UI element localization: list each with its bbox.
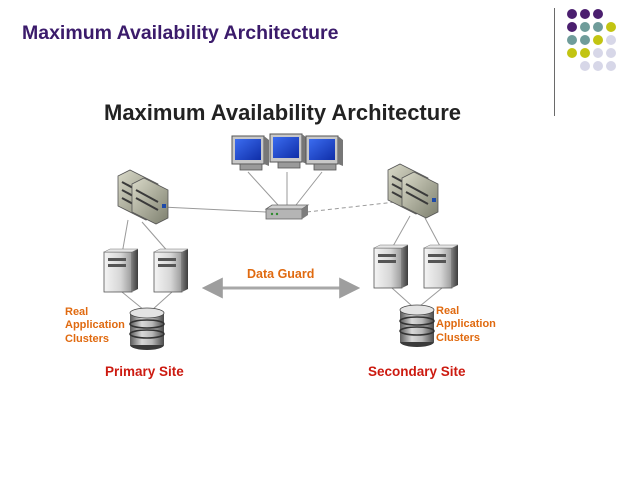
- primary-link-a: [121, 219, 129, 255]
- primary-link-d: [151, 291, 173, 311]
- primary-link-b: [141, 221, 171, 255]
- secondary-link-a: [391, 215, 411, 249]
- monitor-icon: [269, 133, 307, 169]
- primary-rac-label-line1: Real: [65, 306, 88, 318]
- client-workstations: [231, 133, 343, 171]
- primary-site-label: Primary Site: [105, 364, 184, 379]
- secondary-link-c: [391, 287, 413, 307]
- data-guard-label: Data Guard: [247, 267, 314, 281]
- primary-blade-rack-icon: [117, 169, 169, 225]
- primary-database-icon: [129, 307, 165, 350]
- secondary-rac-label-line1: Real: [436, 305, 459, 317]
- slide-title: Maximum Availability Architecture: [22, 22, 339, 44]
- primary-rac-label-line3: Clusters: [65, 333, 109, 345]
- secondary-site-label: Secondary Site: [368, 364, 466, 379]
- secondary-rac-label-line2: Application: [436, 318, 496, 330]
- primary-server-icon: [103, 248, 139, 293]
- diagram-title: Maximum Availability Architecture: [104, 100, 461, 125]
- primary-link-c: [121, 291, 145, 311]
- switch-to-secondary-line: [306, 199, 405, 213]
- primary-rac-label-line2: Application: [65, 319, 125, 331]
- switch-to-primary-line: [161, 204, 267, 213]
- primary-server-icon: [153, 248, 189, 293]
- monitor-icon: [231, 135, 269, 171]
- network-switch-icon: [264, 204, 310, 220]
- secondary-server-icon: [373, 244, 409, 289]
- client-link-right: [295, 171, 323, 206]
- secondary-server-icon: [423, 244, 459, 289]
- connection-lines: [121, 171, 443, 311]
- secondary-blade-rack-icon: [387, 163, 439, 219]
- secondary-database-icon: [399, 304, 435, 347]
- monitor-icon: [305, 135, 343, 171]
- client-link-left: [247, 171, 279, 206]
- secondary-link-b: [424, 217, 442, 249]
- decorative-divider-line: [554, 8, 555, 116]
- secondary-link-d: [419, 287, 443, 307]
- secondary-rac-label-line3: Clusters: [436, 332, 480, 344]
